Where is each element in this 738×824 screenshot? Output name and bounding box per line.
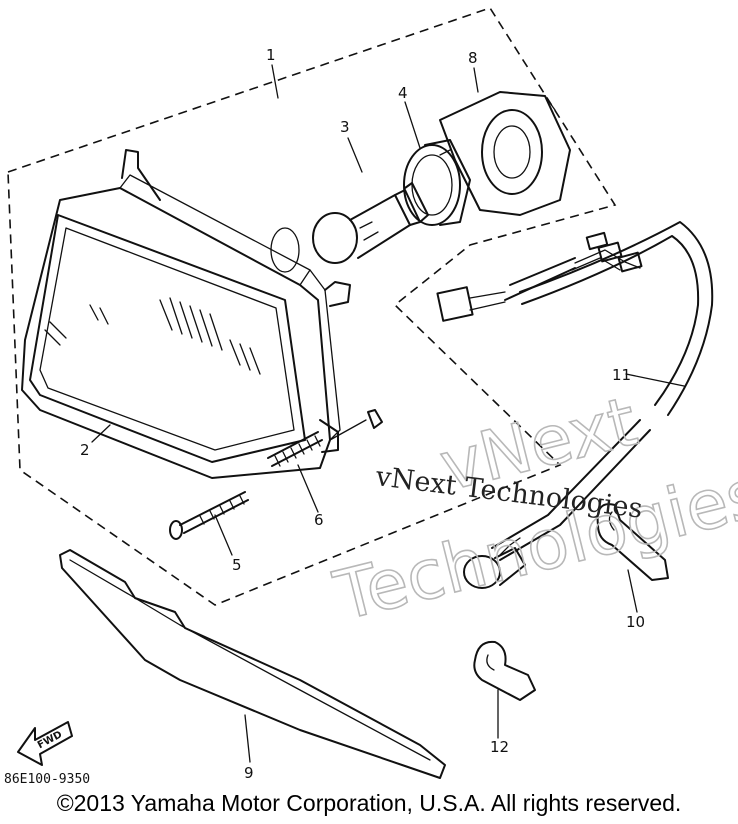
callout-8: 8 — [468, 49, 478, 67]
callout-9: 9 — [244, 764, 254, 782]
callout-12: 12 — [490, 738, 509, 756]
callout-1: 1 — [266, 46, 276, 64]
bulb-holder — [403, 139, 471, 226]
wire-harness — [436, 221, 714, 589]
bulb-cover — [439, 91, 571, 216]
diagram-code: 86E100-9350 — [4, 772, 90, 787]
bracket-strip — [59, 549, 446, 779]
callout-3: 3 — [340, 118, 350, 136]
spring — [267, 409, 383, 467]
watermark: vNext Technologies vNext Technologies — [326, 382, 738, 638]
callout-6: 6 — [314, 511, 324, 529]
callout-5: 5 — [232, 556, 242, 574]
adjusting-screw — [169, 491, 249, 540]
leader-lines — [91, 64, 685, 763]
headlight-unit — [21, 149, 351, 479]
forward-arrow-icon: FWD — [17, 721, 73, 766]
copyright-notice: ©2013 Yamaha Motor Corporation, U.S.A. A… — [56, 790, 682, 816]
clamp-12 — [473, 640, 536, 701]
clamp-10 — [596, 503, 669, 581]
callout-4: 4 — [398, 84, 408, 102]
assembly-boundary — [7, 7, 617, 606]
callout-10: 10 — [626, 613, 645, 631]
bulb — [312, 182, 429, 264]
headlight-exploded-diagram: FWD 1 2 3 4 5 6 8 9 10 11 12 vNext Techn… — [4, 7, 738, 787]
callout-11: 11 — [612, 366, 631, 384]
callout-2: 2 — [80, 441, 90, 459]
